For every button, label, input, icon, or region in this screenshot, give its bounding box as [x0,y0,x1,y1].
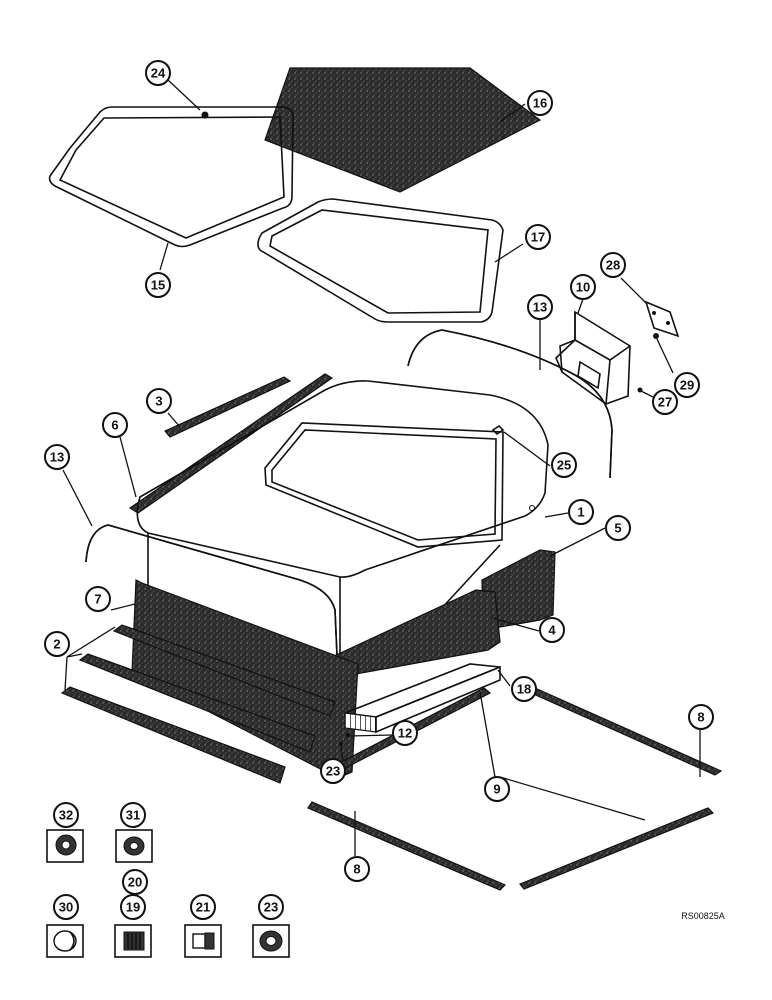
callout-label: 25 [557,458,571,473]
callout-24: 24 [145,60,171,86]
callout-20: 20 [122,869,148,895]
felt-strip-2c [60,686,286,784]
seal-strip-9-lower-right [519,807,715,890]
callout-3: 3 [146,388,172,414]
callout-label: 9 [493,782,500,797]
callout-label: 1 [577,505,584,520]
callout-label: 13 [533,300,547,315]
headliner-pad-16 [264,67,542,193]
callout-29: 29 [674,372,700,398]
callout-12: 12 [392,720,418,746]
callout-5: 5 [605,515,631,541]
callout-10: 10 [570,274,596,300]
callout-1: 1 [568,499,594,525]
window-seal-17 [257,198,504,323]
callout-label: 15 [151,278,165,293]
callout-21: 21 [190,894,216,920]
callout-label: 28 [606,258,620,273]
callout-28: 28 [600,252,626,278]
callout-label: 30 [59,900,73,915]
seal-strip-8-upper-right [518,683,723,776]
fitting-21-icon [184,924,222,958]
callout-label: 5 [614,521,621,536]
callout-label: 19 [126,900,140,915]
callout-label: 12 [398,726,412,741]
callout-label: 8 [697,710,704,725]
callout-7: 7 [85,586,111,612]
callout-9: 9 [484,776,510,802]
callout-label: 31 [126,808,140,823]
callout-label: 16 [533,96,547,111]
nut-29 [653,333,659,339]
callout-23-bottom: 23 [258,894,284,920]
felt-strip-3 [164,376,292,438]
clip-25 [491,424,505,436]
callout-2: 2 [44,631,70,657]
callout-6: 6 [102,412,128,438]
callout-label: 10 [576,280,590,295]
callout-31: 31 [120,802,146,828]
callout-27: 27 [652,389,678,415]
reference-code: RS00825A [681,911,725,921]
trim-strip-13-right [407,329,613,479]
grommet-23-icon [252,924,290,958]
callout-30: 30 [53,894,79,920]
bracket-28 [644,300,680,338]
leader-lines [62,79,701,856]
callout-label: 27 [658,395,672,410]
callout-8-right: 8 [688,704,714,730]
callout-19: 19 [120,894,146,920]
callout-label: 8 [353,862,360,877]
callout-label: 2 [53,637,60,652]
screw-24 [201,111,209,119]
callout-label: 21 [196,900,210,915]
callout-label: 17 [531,230,545,245]
connector-19-icon [114,924,152,958]
felt-pad-4 [333,589,501,677]
callout-32: 32 [53,802,79,828]
grommet-31-icon [115,829,153,863]
callout-13-top: 13 [527,294,553,320]
plug-30-icon [46,924,84,958]
callout-label: 24 [151,66,166,81]
grommet-32-icon [46,829,84,863]
callout-16: 16 [527,90,553,116]
duct-housing-10 [555,310,631,405]
seal-strip-8-lower-left [307,801,507,891]
felt-strip-2a [112,624,336,717]
callout-23-mid: 23 [320,758,346,784]
callout-25: 25 [551,452,577,478]
felt-strip-2b [78,653,316,753]
window-panel-15 [48,106,294,248]
callout-label: 3 [155,394,162,409]
callout-17: 17 [525,224,551,250]
callout-18: 18 [511,676,537,702]
callout-label: 23 [326,764,340,779]
callout-15: 15 [145,272,171,298]
callout-label: 18 [517,682,531,697]
callout-label: 29 [680,378,694,393]
callout-label: 6 [111,418,118,433]
callout-label: 4 [548,623,556,638]
air-filter-18 [344,663,501,734]
callout-label: 13 [50,450,64,465]
callout-4: 4 [539,617,565,643]
callout-label: 23 [264,900,278,915]
callout-8-left: 8 [344,856,370,882]
callout-label: 32 [59,808,73,823]
callout-13-left: 13 [44,444,70,470]
screw-23 [338,741,344,747]
callout-label: 20 [128,875,142,890]
callout-label: 7 [94,592,101,607]
